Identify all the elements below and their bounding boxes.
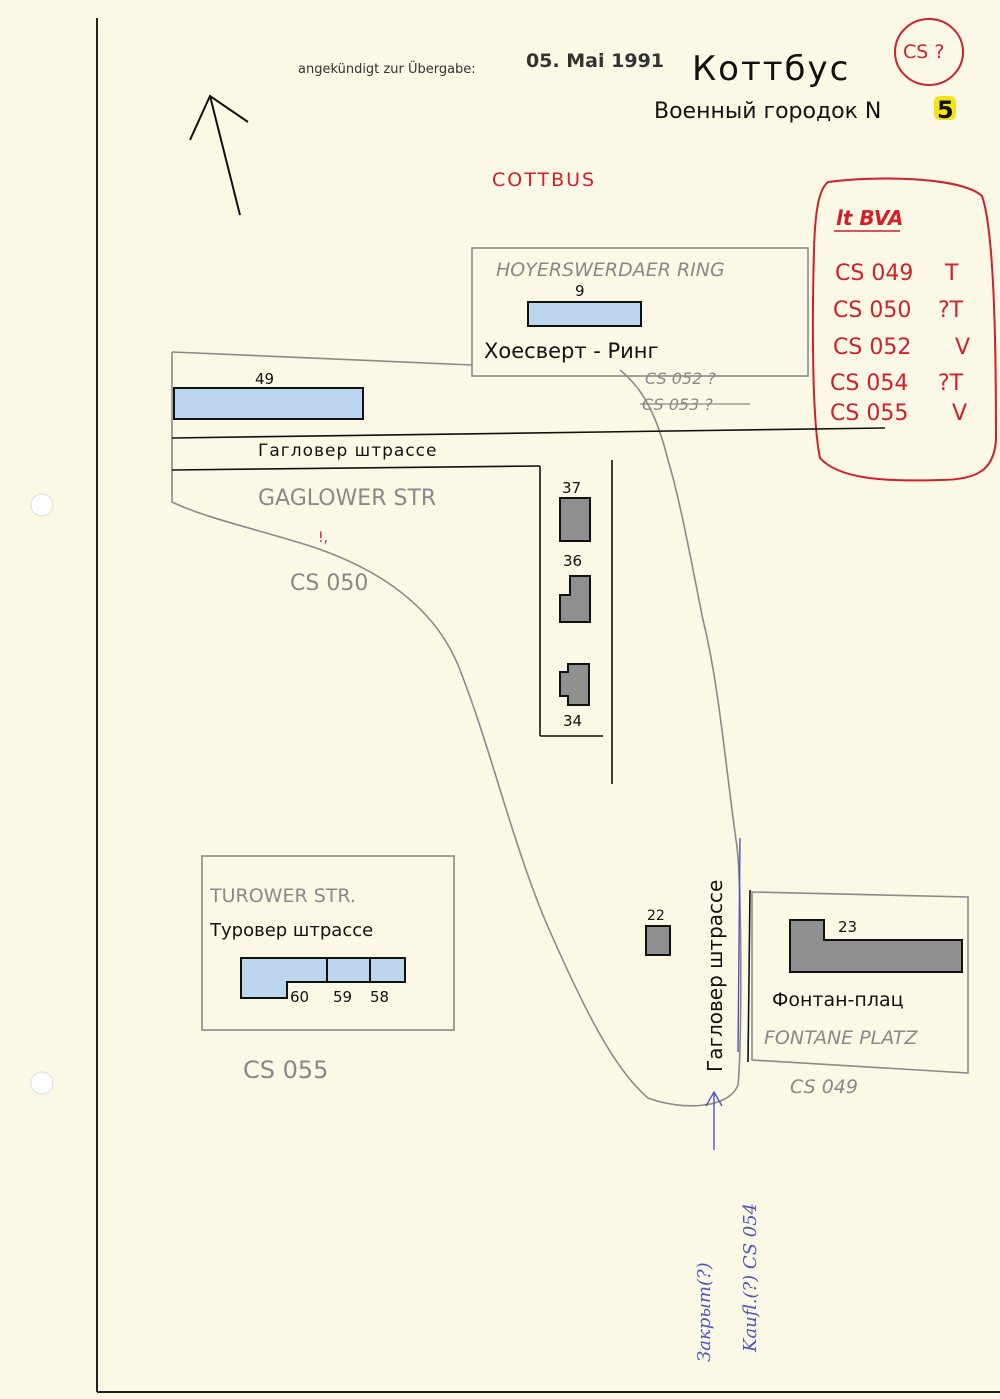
area-code-cs055: CS 055: [243, 1056, 328, 1084]
handover-stamp-label: angekündigt zur Übergabe:: [298, 60, 476, 77]
legend-item-mark: ?T: [938, 371, 964, 396]
legend-item-mark: ?T: [938, 298, 964, 323]
building-number-23: 23: [838, 918, 857, 936]
legend-item-mark: V: [955, 335, 970, 360]
legend-title: lt BVA: [836, 206, 903, 230]
building-number-59: 59: [333, 988, 352, 1006]
legend-item-mark: T: [944, 261, 959, 286]
north-arrow-icon: [189, 94, 249, 216]
hoyerswerdaer-area: [471, 247, 809, 377]
building-37: [559, 497, 591, 542]
punch-hole-top: [30, 493, 54, 517]
building-23: [789, 919, 963, 973]
fontane-label-de: FONTANE PLATZ: [764, 1027, 918, 1049]
hoyerswerdaer-label-de: HOYERSWERDAER RING: [496, 259, 725, 281]
blue-pen-arrow-icon: [705, 1090, 723, 1150]
punch-hole-bottom: [30, 1071, 54, 1095]
garrison-title: Военный городок N: [654, 99, 881, 124]
turower-area: [201, 855, 455, 1031]
building-number-22: 22: [647, 908, 665, 924]
turower-label-de: TUROWER STR.: [209, 885, 356, 907]
blue-note-line-2: Kaufl.(?) CS 054: [740, 1203, 761, 1353]
building-22: [645, 925, 671, 956]
area-code-cs050: CS 050: [290, 571, 368, 596]
area-code-cs049: CS 049: [790, 1076, 858, 1098]
building-number-49: 49: [255, 370, 274, 388]
legend-item-mark: V: [952, 401, 967, 426]
fontane-label-ru: Фонтан-плац: [772, 989, 904, 1011]
building-number-36: 36: [563, 552, 582, 570]
building-34: [559, 663, 590, 706]
circle-code: CS ?: [903, 41, 944, 63]
area-outlines: [171, 247, 969, 1107]
blue-note-line-1: Закрыт(?): [694, 1262, 715, 1362]
city-title-de: COTTBUS: [492, 169, 596, 191]
building-60-59-58: [240, 957, 406, 999]
building-number-34: 34: [563, 712, 582, 730]
red-mark: !,: [318, 530, 328, 546]
building-36: [559, 575, 591, 623]
gaglower-label-de: GAGLOWER STR: [258, 486, 436, 511]
building-number-9: 9: [575, 282, 585, 300]
building-9: [527, 301, 642, 327]
fontane-street-line: [747, 889, 751, 1063]
handover-stamp-date: 05. Mai 1991: [526, 50, 664, 72]
garrison-number: 5: [937, 96, 954, 124]
legend-item-code: CS 050: [833, 298, 911, 323]
gaglower-street-line-top: [171, 427, 886, 439]
area-code-cs052: CS 052 ?: [645, 369, 716, 388]
gaglower-label-ru: Гагловер штрассе: [258, 441, 437, 461]
gaglower-street-line-bottom: [171, 465, 541, 471]
hoyerswerdaer-label-ru: Хоесверт - Ринг: [484, 339, 659, 363]
code-circle: [894, 18, 964, 86]
legend-item-code: CS 055: [830, 401, 908, 426]
building-number-58: 58: [370, 988, 389, 1006]
building-number-60: 60: [290, 988, 309, 1006]
legend-outline: [811, 177, 998, 482]
blue-pen-line: [737, 837, 741, 1053]
gaglower-vertical-label-ru: Гагловер штрассе: [703, 880, 727, 1072]
building-number-37: 37: [562, 479, 581, 497]
legend-item-code: CS 049: [835, 261, 913, 286]
turower-label-ru: Туровер штрассе: [209, 920, 373, 941]
cs050-road-outline: [171, 351, 742, 1107]
legend-item-code: CS 052: [833, 335, 911, 360]
city-title-ru: Коттбус: [692, 49, 850, 89]
building-49: [173, 387, 364, 420]
number-highlight: [934, 96, 956, 120]
legend-item-code: CS 054: [830, 371, 908, 396]
legend-list: CS 049 T CS 050 ?T CS 052 V CS 054 ?T CS…: [830, 261, 970, 426]
fontane-area: [751, 891, 969, 1074]
